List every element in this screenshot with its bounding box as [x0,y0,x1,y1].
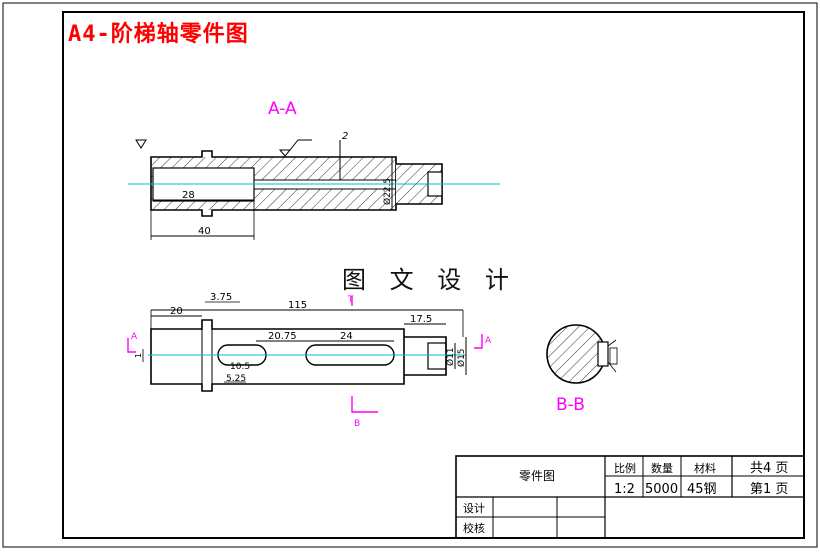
dim-20: 20 [170,306,183,317]
dim-20-75: 20.75 [268,331,297,342]
tb-qty-label: 数量 [651,462,673,475]
dim-phi-15: Ø15 [456,348,467,367]
tb-designer: 设计 [463,502,485,515]
cut-b-top: T [347,295,354,305]
tb-page-no: 第1 页 [750,482,788,497]
dim-2: 2 [342,131,348,142]
dim-17-5: 17.5 [410,314,432,325]
dim-10-5: 10.5 [230,362,250,372]
cut-a-right: A [485,336,492,346]
tb-material-label: 材料 [694,461,716,475]
dim-28: 28 [182,190,195,201]
section-aa-label: A-A [268,99,297,119]
watermark-text: 图 文 设 计 [342,266,517,294]
dim-24: 24 [340,331,353,342]
tb-scale-value: 1:2 [614,482,635,497]
dim-3-75: 3.75 [210,292,232,303]
dim-5-25: 5.25 [226,374,246,384]
inner-frame [62,11,805,539]
dim-phi-22-5: Ø22.5 [382,178,393,205]
section-bb-label: B-B [556,395,585,415]
tb-part-name: 零件图 [519,469,555,483]
tb-total-pages: 共4 页 [750,461,788,476]
cut-b-bottom: B [354,419,360,429]
tb-material-value: 45钢 [687,482,717,497]
tb-scale-label: 比例 [614,461,636,475]
tb-checker: 校核 [463,521,485,535]
dim-1: 1 [134,353,143,358]
dim-phi-11: Ø11 [445,347,456,366]
cut-a-left: A [131,332,138,342]
dim-115: 115 [288,300,307,311]
drawing-title: A4-阶梯轴零件图 [68,22,249,47]
dim-40: 40 [198,226,211,237]
tb-qty-value: 5000 [645,482,678,497]
front-view: A A T B 20 3.75 115 17.5 20.75 24 10.5 5… [127,292,492,429]
section-bb-view: B-B [546,324,618,415]
title-block [455,455,805,539]
section-aa-view: A-A 2 28 40 Ø22.5 [128,99,500,240]
